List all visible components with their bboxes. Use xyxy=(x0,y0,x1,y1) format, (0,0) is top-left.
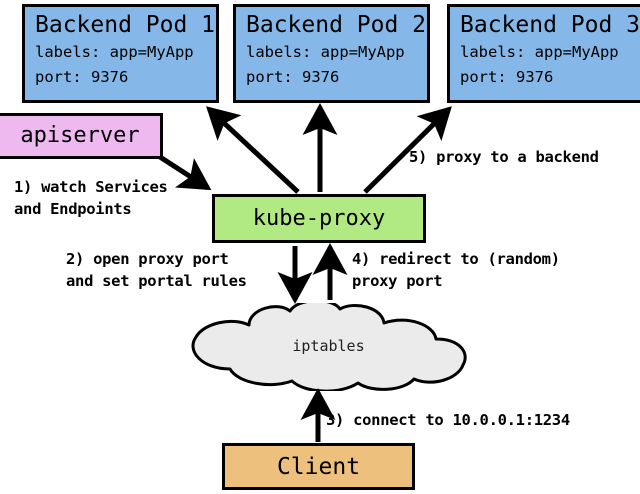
step-4-label-line-1: 4) redirect to (random) xyxy=(352,250,560,268)
backend-pod-3-port: port: 9376 xyxy=(460,68,554,86)
iptables-cloud-shape xyxy=(191,299,467,393)
step-5-label: 5) proxy to a backend xyxy=(409,148,599,166)
backend-pod-2-box[interactable]: Backend Pod 2 labels: app=MyApp port: 93… xyxy=(233,4,430,103)
backend-pod-3-labels: labels: app=MyApp xyxy=(460,43,619,61)
step-1-label-line-2: and Endpoints xyxy=(14,200,132,218)
backend-pod-1-box[interactable]: Backend Pod 1 labels: app=MyApp port: 93… xyxy=(22,4,219,103)
iptables-label: iptables xyxy=(292,337,365,355)
apiserver-label: apiserver xyxy=(20,123,140,148)
step-3-label: 3) connect to 10.0.0.1:1234 xyxy=(326,411,570,429)
backend-pod-2-title: Backend Pod 2 xyxy=(246,12,427,38)
backend-pod-1-labels: labels: app=MyApp xyxy=(35,43,194,61)
step-2-label-line-2: and set portal rules xyxy=(66,272,247,290)
apiserver-box[interactable]: apiserver xyxy=(0,113,163,159)
step-1-label-line-1: 1) watch Services xyxy=(14,178,168,196)
client-box[interactable]: Client xyxy=(222,443,415,490)
backend-pod-3-title: Backend Pod 3 xyxy=(460,12,640,38)
arrow-kube-proxy-to-pod-1 xyxy=(206,106,300,194)
client-label: Client xyxy=(276,453,361,480)
backend-pod-3-box[interactable]: Backend Pod 3 labels: app=MyApp port: 93… xyxy=(447,4,640,103)
kube-proxy-box[interactable]: kube-proxy xyxy=(212,194,426,243)
step-4-label-line-2: proxy port xyxy=(352,272,443,290)
backend-pod-2-port: port: 9376 xyxy=(246,68,340,86)
kube-proxy-label: kube-proxy xyxy=(252,205,386,231)
iptables-cloud[interactable]: iptables xyxy=(186,299,471,393)
backend-pod-1-port: port: 9376 xyxy=(35,68,129,86)
step-2-label-line-1: 2) open proxy port xyxy=(66,250,229,268)
backend-pod-2-labels: labels: app=MyApp xyxy=(246,43,405,61)
backend-pod-1-title: Backend Pod 1 xyxy=(35,12,216,38)
